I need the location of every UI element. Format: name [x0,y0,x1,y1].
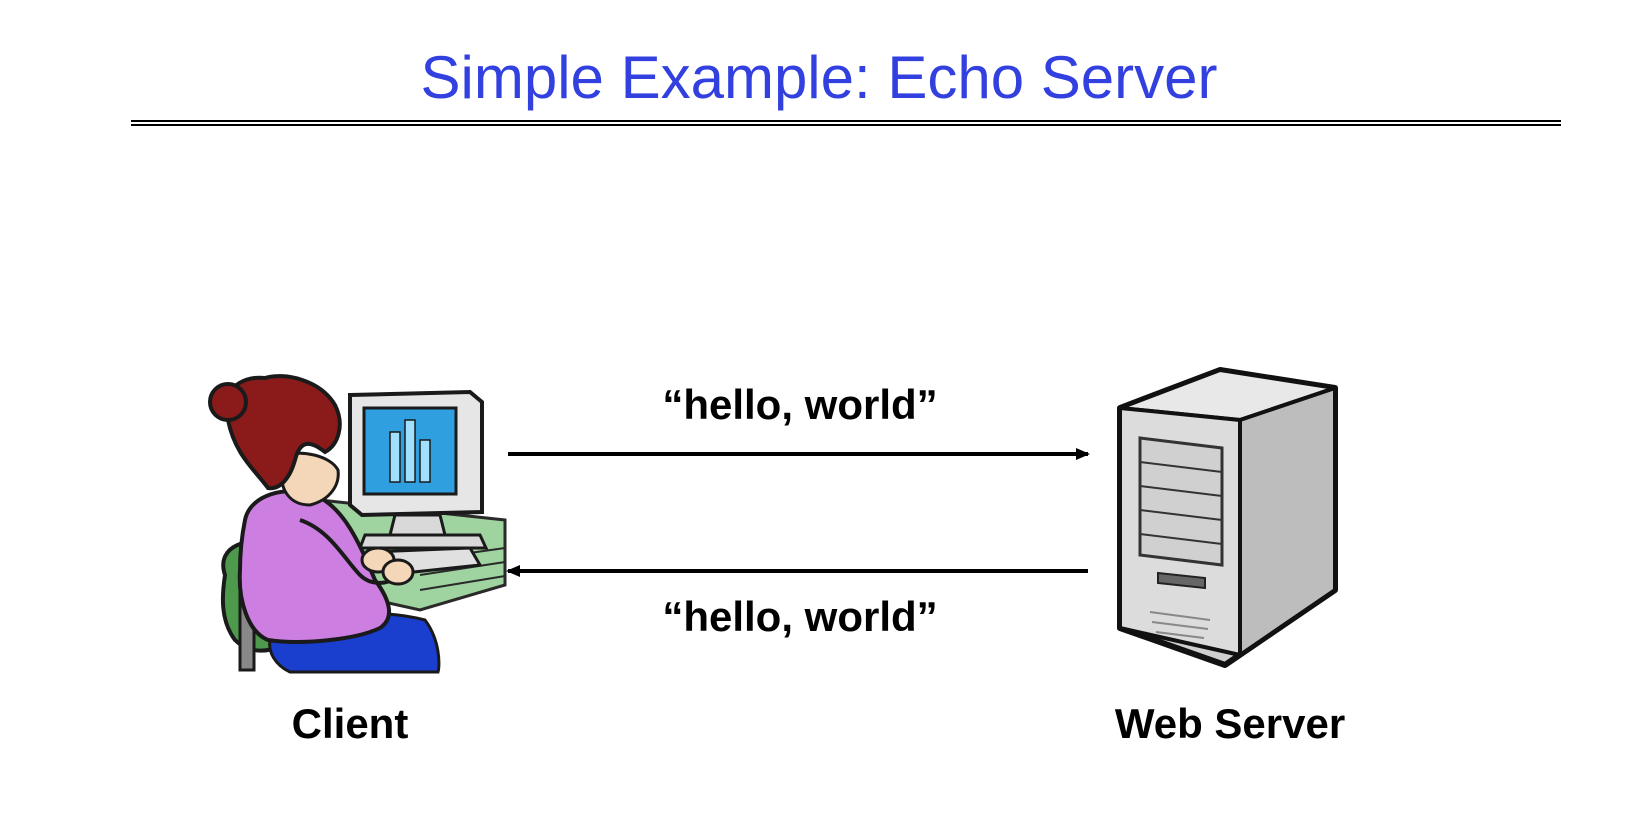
server-tower-icon [1117,367,1338,668]
slide-title: Simple Example: Echo Server [420,44,1218,111]
face-shape [280,451,340,507]
hand-shape [381,558,415,586]
title-divider [131,120,1561,126]
vent-slots [1149,611,1211,639]
hair-shape [223,374,342,491]
client-user-at-computer-icon [208,374,507,674]
server-label: Web Server [1114,700,1346,747]
response-message-label: “hello, world” [662,593,938,640]
arm-shape [299,518,397,585]
request-message-label: “hello, world” [662,381,938,428]
hair-bun-shape [208,382,248,422]
power-button-icon [1157,571,1206,590]
drive-bays [1138,436,1224,567]
client-label: Client [291,700,409,747]
monitor-icon [348,389,489,550]
